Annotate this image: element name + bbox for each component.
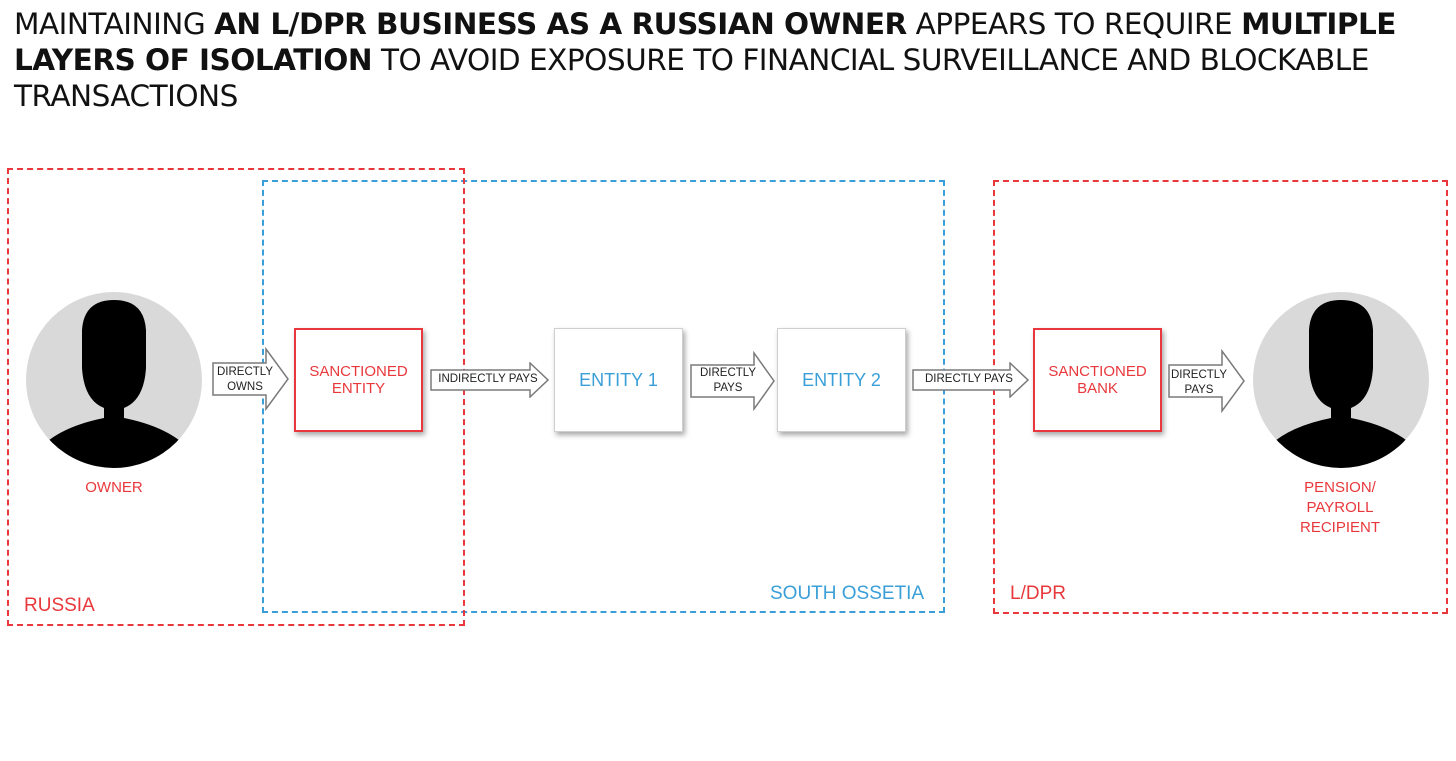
directly-pays-3-label: DIRECTLY PAYS	[1166, 368, 1232, 398]
title-part-1: MAINTAINING	[14, 7, 215, 41]
entity-1-label: ENTITY 1	[579, 369, 658, 390]
title-bold-1: AN L/DPR BUSINESS AS A RUSSIAN OWNER	[214, 7, 907, 41]
entity-1-box: ENTITY 1	[554, 328, 683, 432]
directly-pays-1-label: DIRECTLY PAYS	[692, 366, 764, 396]
entity-2-box: ENTITY 2	[777, 328, 906, 432]
region-south-ossetia	[262, 180, 945, 613]
recipient-avatar-icon	[1253, 292, 1429, 468]
sanctioned-bank-line-2: BANK	[1077, 380, 1118, 397]
recipient-label-line-2: PAYROLL	[1306, 499, 1374, 516]
sanctioned-entity-line-2: ENTITY	[331, 380, 386, 397]
owner-avatar-icon	[26, 292, 202, 468]
directly-owns-arrow-icon	[212, 347, 289, 411]
indirectly-pays-label: INDIRECTLY PAYS	[438, 373, 538, 385]
region-label-ldpr: L/DPR	[1010, 583, 1066, 604]
directly-pays-2-label: DIRECTLY PAYS	[925, 373, 1013, 385]
title-part-3: TO AVOID EXPOSURE TO FINANCIAL SURVEILLA…	[14, 43, 1369, 113]
directly-owns-label: DIRECTLY OWNS	[212, 365, 278, 395]
recipient-label-line-1: PENSION/	[1304, 479, 1376, 496]
region-label-russia: RUSSIA	[24, 595, 95, 616]
owner-label: OWNER	[85, 479, 143, 496]
directly-owns-line-2: OWNS	[227, 381, 263, 393]
region-russia	[7, 168, 465, 626]
recipient-label-line-3: RECIPIENT	[1299, 519, 1380, 536]
diagram-title: MAINTAINING AN L/DPR BUSINESS AS A RUSSI…	[14, 6, 1444, 114]
directly-pays-3-line-2: PAYS	[1184, 384, 1214, 396]
directly-owns-line-1: DIRECTLY	[216, 366, 274, 378]
title-bold-2: MULTIPLE LAYERS OF ISOLATION	[14, 7, 1396, 77]
title-part-2: APPEARS TO REQUIRE	[906, 7, 1242, 41]
directly-pays-3-line-1: DIRECTLY	[1170, 369, 1228, 381]
indirectly-pays-arrow-icon	[430, 362, 550, 398]
sanctioned-bank-line-1: SANCTIONED	[1048, 363, 1147, 380]
directly-pays-arrow-1-icon	[690, 351, 775, 411]
region-label-south-ossetia: SOUTH OSSETIA	[770, 583, 925, 604]
region-ldpr	[993, 180, 1448, 614]
directly-pays-arrow-3-icon	[1168, 349, 1245, 413]
sanctioned-bank-box: SANCTIONED BANK	[1033, 328, 1162, 432]
directly-pays-1-line-1: DIRECTLY	[699, 367, 757, 379]
directly-pays-arrow-2-icon	[912, 362, 1030, 398]
sanctioned-entity-line-1: SANCTIONED	[309, 363, 408, 380]
directly-pays-1-line-2: PAYS	[713, 382, 743, 394]
recipient-label: PENSION/ PAYROLL RECIPIENT	[1280, 478, 1400, 538]
entity-2-label: ENTITY 2	[802, 369, 881, 390]
sanctioned-entity-box: SANCTIONED ENTITY	[294, 328, 423, 432]
